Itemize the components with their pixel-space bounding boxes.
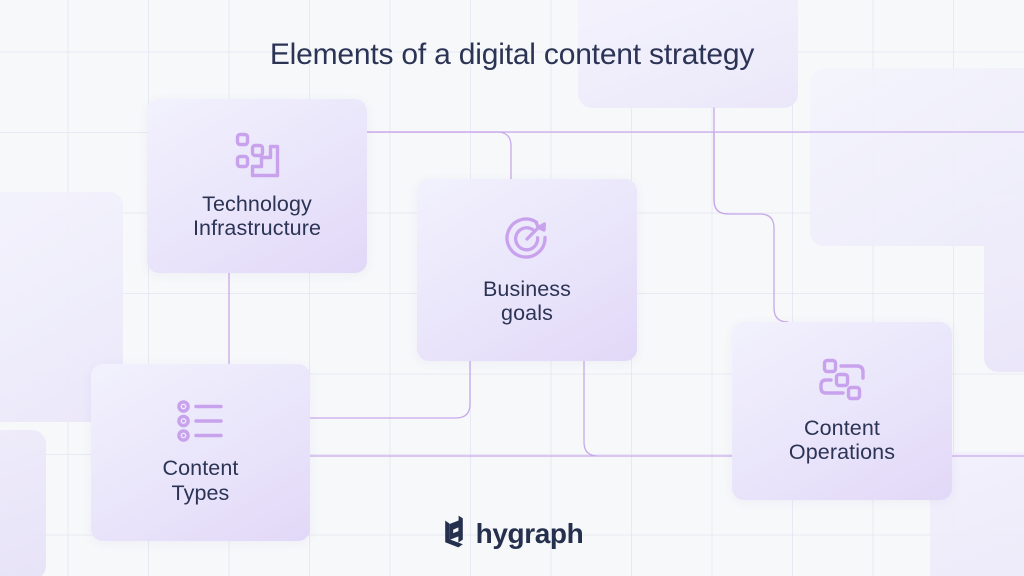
technology-infrastructure-icon <box>231 132 283 178</box>
page-title: Elements of a digital content strategy <box>269 38 755 71</box>
hygraph-wordmark: hygraph <box>475 518 584 549</box>
connector-top-to-operations <box>713 131 789 323</box>
card-business-goals[interactable]: Business goals <box>417 179 637 361</box>
connector-types-to-business <box>309 360 471 419</box>
card-label: Content Operations <box>788 415 896 464</box>
decorative-block-bottom-left <box>0 430 46 576</box>
connector-tech-to-business <box>366 131 512 180</box>
hygraph-logo-mark <box>441 515 467 553</box>
card-technology-infrastructure[interactable]: Technology Infrastructure <box>147 99 367 273</box>
card-label: Content Types <box>162 456 239 505</box>
connector-business-to-operations <box>583 360 599 457</box>
workflow-nodes-icon <box>817 358 867 402</box>
hygraph-logo: hygraph <box>0 515 1024 553</box>
connector-right-elbow-a <box>713 131 729 215</box>
decorative-block-right <box>810 68 1024 246</box>
card-label: Technology Infrastructure <box>192 191 322 240</box>
target-goal-icon <box>503 215 551 263</box>
decorative-block-far-right <box>984 196 1024 372</box>
card-content-operations[interactable]: Content Operations <box>732 322 952 500</box>
card-label: Business goals <box>482 276 572 325</box>
card-content-types[interactable]: Content Types <box>91 364 310 541</box>
bullet-list-icon <box>176 400 225 443</box>
